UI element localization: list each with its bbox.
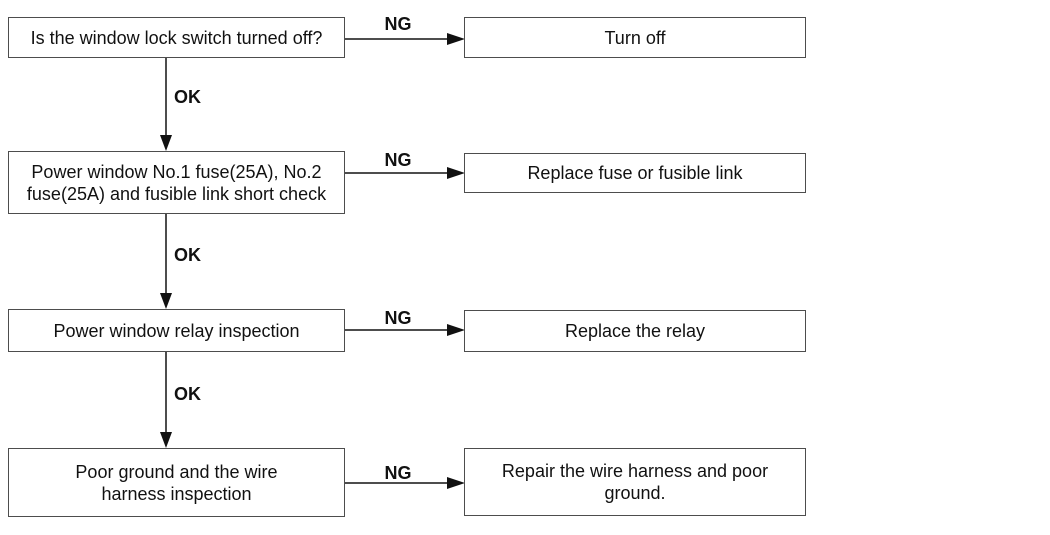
step-text-2: Power window No.1 fuse(25A), No.2 fuse(2…	[26, 161, 327, 204]
action-box-3: Replace the relay	[464, 310, 806, 352]
arrow-right-icon	[447, 33, 465, 45]
ng-label-1: NG	[384, 14, 412, 34]
step-box-4: Poor ground and the wire harness inspect…	[8, 448, 345, 517]
ng-label-3: NG	[384, 308, 412, 328]
ok-label-1: OK	[174, 87, 201, 107]
action-text-3: Replace the relay	[564, 321, 706, 341]
action-text-4: Repair the wire harness and poor ground.	[501, 461, 769, 503]
arrow-down-icon	[160, 135, 172, 151]
action-box-4: Repair the wire harness and poor ground.	[464, 448, 806, 516]
ok-connector-line-2	[165, 214, 167, 294]
ok-label-3: OK	[174, 384, 201, 404]
arrow-right-icon	[447, 324, 465, 336]
step-box-2: Power window No.1 fuse(25A), No.2 fuse(2…	[8, 151, 345, 214]
action-box-2: Replace fuse or fusible link	[464, 153, 806, 193]
ng-label-2: NG	[384, 150, 412, 170]
ng-label-4: NG	[384, 463, 412, 483]
arrow-down-icon	[160, 293, 172, 309]
arrow-right-icon	[447, 167, 465, 179]
ng-arrow-line-3	[345, 329, 448, 331]
action-text-2: Replace fuse or fusible link	[527, 163, 743, 183]
step-text-1: Is the window lock switch turned off?	[30, 27, 323, 48]
step-text-3: Power window relay inspection	[53, 320, 300, 341]
ok-connector-line-1	[165, 58, 167, 136]
step-text-4: Poor ground and the wire harness inspect…	[75, 461, 278, 504]
step-box-1: Is the window lock switch turned off?	[8, 17, 345, 58]
ng-arrow-line-2	[345, 172, 448, 174]
action-text-1: Turn off	[604, 27, 666, 48]
ng-arrow-line-4	[345, 482, 448, 484]
step-box-3: Power window relay inspection	[8, 309, 345, 352]
arrow-down-icon	[160, 432, 172, 448]
ok-label-2: OK	[174, 245, 201, 265]
arrow-right-icon	[447, 477, 465, 489]
action-box-1: Turn off	[464, 17, 806, 58]
ng-arrow-line-1	[345, 38, 448, 40]
ok-connector-line-3	[165, 352, 167, 433]
